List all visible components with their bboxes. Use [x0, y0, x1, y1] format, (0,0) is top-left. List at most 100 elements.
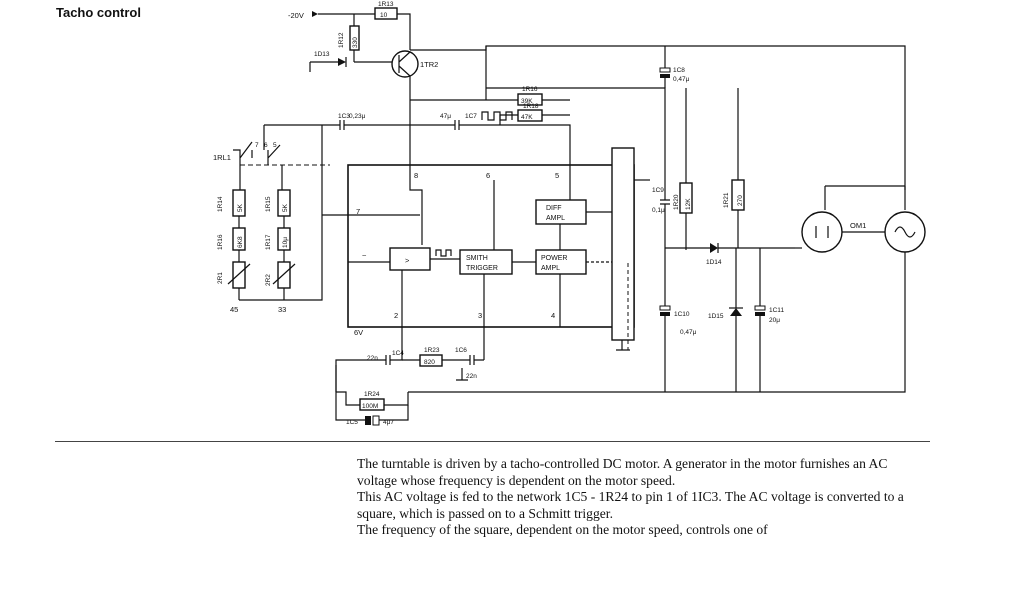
- schmitt-trigger-block: SMITH TRIGGER: [459, 249, 513, 275]
- svg-text:1C6: 1C6: [455, 347, 467, 354]
- svg-text:2R1: 2R1: [217, 272, 224, 284]
- svg-text:820: 820: [424, 359, 435, 366]
- sine-wave-icon: ~: [362, 251, 367, 260]
- pin-33-label: 33: [278, 305, 286, 314]
- svg-text:47K: 47K: [521, 114, 533, 121]
- square-wave-icon: [481, 111, 513, 121]
- power-amp-block: POWER AMPL: [535, 249, 587, 275]
- description-paragraph: The turntable is driven by a tacho-contr…: [357, 456, 888, 488]
- svg-text:12K: 12K: [685, 198, 692, 210]
- pin-6-label: 6: [486, 171, 490, 180]
- svg-text:1C8: 1C8: [673, 67, 685, 74]
- potentiometer-2r1: 2R1: [217, 261, 251, 289]
- svg-text:20μ: 20μ: [769, 317, 780, 324]
- svg-text:1R24: 1R24: [364, 391, 380, 398]
- supply-label: -20V: [288, 11, 304, 20]
- svg-text:0,47μ: 0,47μ: [680, 329, 697, 336]
- svg-text:1D14: 1D14: [706, 259, 722, 266]
- svg-text:POWER: POWER: [541, 255, 567, 262]
- resistor-1r23: 820 1R23: [419, 347, 443, 367]
- svg-text:1C10: 1C10: [674, 311, 690, 318]
- resistor-1r13: 10 1R13: [374, 1, 398, 20]
- svg-text:1R23: 1R23: [424, 347, 440, 354]
- svg-text:4μ7: 4μ7: [383, 419, 394, 426]
- svg-text:1R21: 1R21: [723, 192, 730, 208]
- svg-text:1R20: 1R20: [673, 194, 680, 210]
- svg-text:SMITH: SMITH: [466, 255, 488, 262]
- resistor-1r21: 1R21 270: [723, 179, 745, 211]
- svg-text:270: 270: [737, 195, 744, 206]
- pin-5-label: 5: [555, 171, 559, 180]
- diode-1d14: 1D14: [706, 243, 722, 266]
- svg-text:1R15: 1R15: [265, 196, 272, 212]
- svg-text:1C11: 1C11: [769, 307, 784, 314]
- svg-text:TRIGGER: TRIGGER: [466, 265, 498, 272]
- svg-text:330: 330: [352, 37, 359, 48]
- relay-contact-7: 7: [255, 142, 259, 149]
- svg-text:1C5: 1C5: [346, 419, 358, 426]
- separator-line: [55, 441, 930, 442]
- diff-amp-block: DIFF AMPL: [535, 199, 587, 225]
- transistor-1tr2: 1TR2: [391, 50, 438, 78]
- resistor-1r12: 1R12 330: [338, 25, 360, 51]
- page-title: Tacho control: [56, 5, 141, 20]
- resistor-1r20: 1R20 12K: [673, 182, 693, 214]
- svg-text:OM1: OM1: [850, 221, 866, 230]
- zener-1d15: 1D15: [708, 307, 743, 320]
- svg-text:1R13: 1R13: [378, 1, 394, 8]
- svg-text:5K: 5K: [237, 203, 244, 212]
- pin-6v-label: 6V: [354, 328, 363, 337]
- svg-text:0,23μ: 0,23μ: [349, 113, 366, 120]
- svg-text:22n: 22n: [367, 355, 378, 362]
- resistor-1r15: 1R15 5K: [265, 189, 291, 217]
- svg-text:AMPL: AMPL: [546, 215, 565, 222]
- svg-text:5K: 5K: [282, 203, 289, 212]
- capacitor-1c10: 1C10 0,47μ: [659, 305, 697, 336]
- ic-side-block: [611, 147, 635, 341]
- potentiometer-2r2: 2R2: [265, 261, 296, 289]
- svg-text:0,1μ: 0,1μ: [652, 207, 665, 214]
- resistor-1r14: 1R14 5K: [217, 189, 246, 217]
- svg-text:1C9: 1C9: [652, 187, 664, 194]
- svg-text:10: 10: [380, 12, 388, 19]
- svg-text:0,47μ: 0,47μ: [673, 76, 690, 83]
- svg-text:1R17: 1R17: [265, 234, 272, 250]
- svg-text:1R18: 1R18: [523, 103, 539, 110]
- pin-45-label: 45: [230, 305, 238, 314]
- tacho-control-schematic: -20V 10 1R13 1R12 330 1TR2 1D13 1C8 0,47…: [213, 1, 926, 426]
- svg-text:1TR2: 1TR2: [420, 60, 438, 69]
- capacitor-1c7: 47μ 1C7: [440, 113, 477, 130]
- svg-text:10μ: 10μ: [282, 237, 289, 248]
- motor-om1: OM1: [795, 185, 926, 253]
- supply-arrow: [312, 11, 318, 17]
- svg-text:1R14: 1R14: [217, 196, 224, 212]
- capacitor-1c6: 1C6 22n: [455, 347, 477, 380]
- svg-text:1R16: 1R16: [217, 234, 224, 250]
- pin-4-label: 4: [551, 311, 555, 320]
- input-amplifier-block: >: [389, 247, 431, 271]
- pin-2-label: 2: [394, 311, 398, 320]
- svg-text:1C3: 1C3: [338, 113, 350, 120]
- svg-text:>: >: [405, 256, 410, 265]
- svg-text:1R16: 1R16: [522, 86, 538, 93]
- svg-text:1C7: 1C7: [465, 113, 477, 120]
- capacitor-1c3: 1C3 0,23μ: [338, 113, 366, 130]
- pin-7-label: 7: [356, 207, 360, 216]
- svg-text:6K8: 6K8: [237, 236, 244, 248]
- description-paragraph: The frequency of the square, dependent o…: [357, 522, 768, 537]
- capacitor-1c8: 1C8 0,47μ: [659, 46, 690, 88]
- pin-8-label: 8: [414, 171, 418, 180]
- svg-text:1R12: 1R12: [338, 32, 345, 48]
- pin-3-label: 3: [478, 311, 482, 320]
- svg-text:AMPL: AMPL: [541, 265, 560, 272]
- svg-text:2R2: 2R2: [265, 274, 272, 286]
- diode-1d13: 1D13: [314, 51, 347, 67]
- relay-contact-5: 5: [273, 142, 277, 149]
- resistor-1r24: 100M 1R24: [359, 391, 385, 411]
- svg-text:1D13: 1D13: [314, 51, 330, 58]
- square-out-icon: [435, 249, 452, 257]
- ic-outline: [347, 164, 635, 328]
- svg-text:1C4: 1C4: [392, 350, 404, 357]
- svg-text:1D15: 1D15: [708, 313, 724, 320]
- capacitor-1c9: 1C9 0,1μ: [652, 140, 670, 250]
